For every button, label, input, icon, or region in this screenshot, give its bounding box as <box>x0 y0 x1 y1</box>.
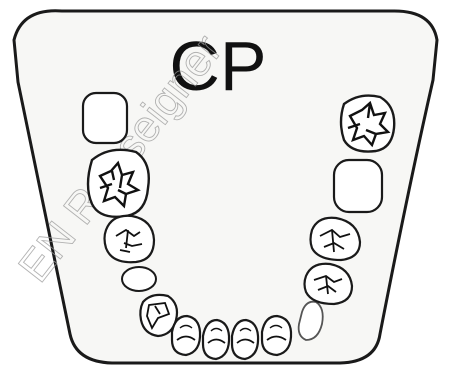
tooth-incisor-1 <box>172 316 200 355</box>
tooth-right-2 <box>334 160 382 212</box>
tooth-right-4 <box>305 264 353 304</box>
tooth-left-4 <box>122 267 156 291</box>
tooth-left-2 <box>88 150 149 217</box>
tooth-right-3 <box>311 218 361 260</box>
tooth-incisor-3 <box>232 320 258 359</box>
tooth-incisor-4 <box>262 316 291 355</box>
tooth-incisor-2 <box>203 320 229 359</box>
tooth-left-1 <box>83 93 127 143</box>
tooth-right-1 <box>341 96 394 152</box>
tooth-left-3 <box>105 216 155 262</box>
